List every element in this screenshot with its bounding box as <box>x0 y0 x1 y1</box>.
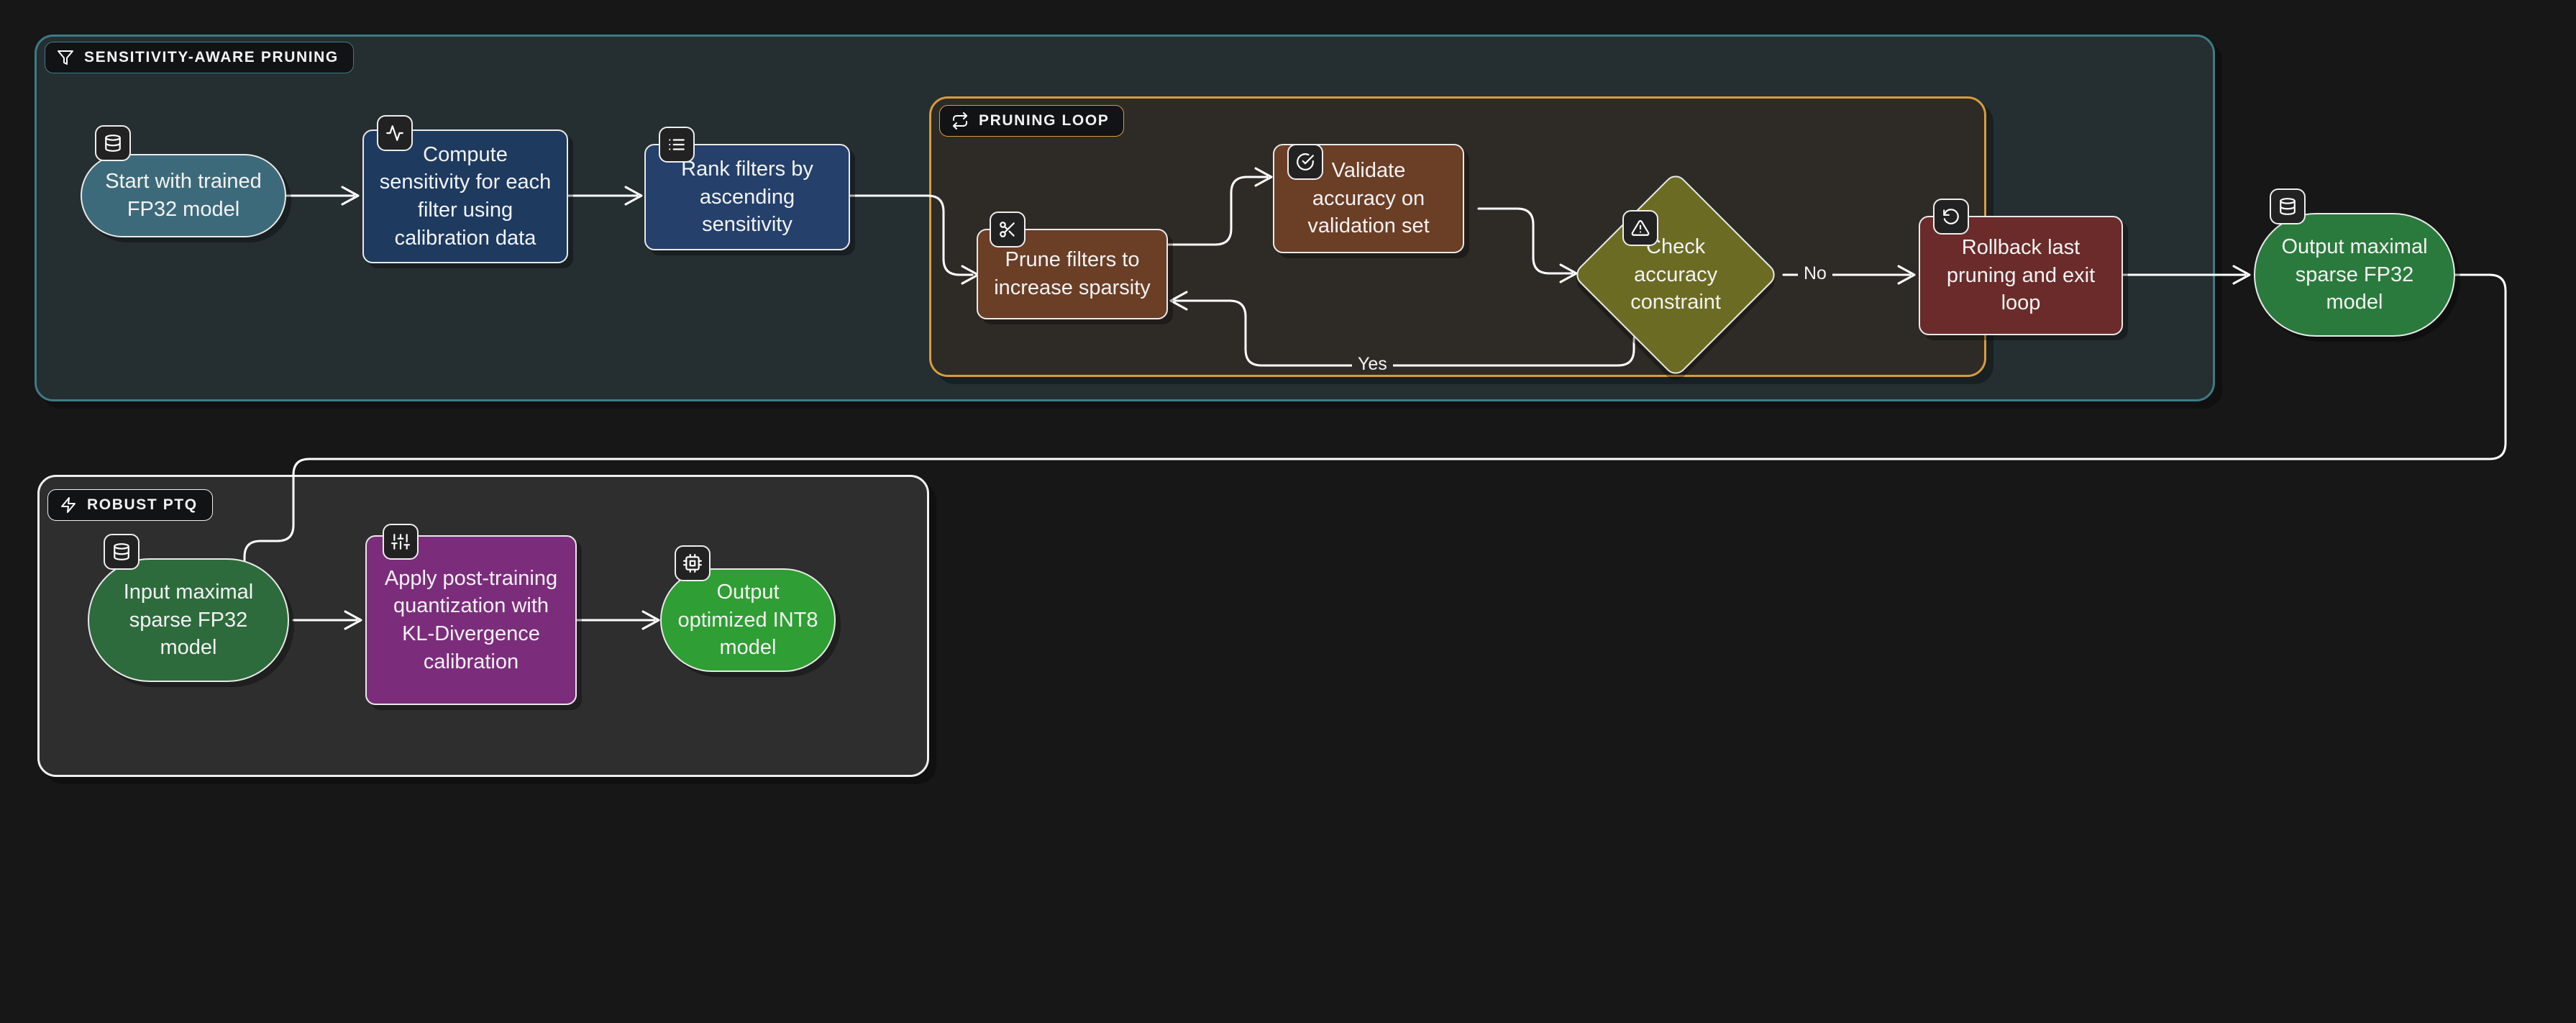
node-output-maximal-sparse-fp32-model[interactable]: Output maximal sparse FP32 model <box>2254 213 2455 337</box>
node-label: Prune filters to increase sparsity <box>994 248 1151 299</box>
node-apply-post-training-quantization[interactable]: Apply post-training quantization with KL… <box>365 535 577 705</box>
node-label: Output maximal sparse FP32 model <box>2281 235 2428 314</box>
node-label: Apply post-training quantization with KL… <box>384 566 558 673</box>
node-label: Compute sensitivity for each filter usin… <box>379 142 552 250</box>
cpu-icon <box>675 545 711 581</box>
undo-icon <box>1933 199 1969 235</box>
node-compute-sensitivity[interactable]: Compute sensitivity for each filter usin… <box>362 129 568 263</box>
database-icon <box>95 125 131 161</box>
node-start-with-trained-fp32-model[interactable]: Start with trained FP32 model <box>81 154 286 237</box>
edge-label-yes: Yes <box>1352 354 1393 375</box>
node-output-optimized-int8-model[interactable]: Output optimized INT8 model <box>660 568 836 672</box>
node-input-maximal-sparse-fp32-model[interactable]: Input maximal sparse FP32 model <box>88 558 289 682</box>
node-label: Input maximal sparse FP32 model <box>123 581 254 660</box>
filter-icon <box>57 49 74 66</box>
node-label: Output optimized INT8 model <box>677 581 818 660</box>
database-icon <box>2270 188 2306 224</box>
edge-label-no: No <box>1798 263 1832 284</box>
group-label-text: SENSITIVITY-AWARE PRUNING <box>84 49 339 65</box>
node-label: Rollback last pruning and exit loop <box>1946 236 2096 315</box>
repeat-icon <box>951 112 969 129</box>
node-label: Rank filters by ascending sensitivity <box>681 158 813 237</box>
node-label: Start with trained FP32 model <box>105 170 262 221</box>
activity-icon <box>377 115 413 151</box>
scissors-icon <box>990 212 1026 247</box>
sliders-icon <box>383 524 419 560</box>
group-label-text: PRUNING LOOP <box>979 112 1110 129</box>
zap-icon <box>60 496 77 514</box>
node-label: Validate accuracy on validation set <box>1307 159 1430 238</box>
list-icon <box>659 127 695 163</box>
alert-triangle-icon <box>1622 210 1658 246</box>
group-label-pruning-loop: PRUNING LOOP <box>939 105 1125 137</box>
group-label-text: ROBUST PTQ <box>87 496 198 513</box>
group-label-robust-ptq: ROBUST PTQ <box>47 489 213 521</box>
database-icon <box>104 534 140 570</box>
group-label-sensitivity-aware-pruning: SENSITIVITY-AWARE PRUNING <box>45 42 354 73</box>
check-circle-icon <box>1287 144 1323 180</box>
